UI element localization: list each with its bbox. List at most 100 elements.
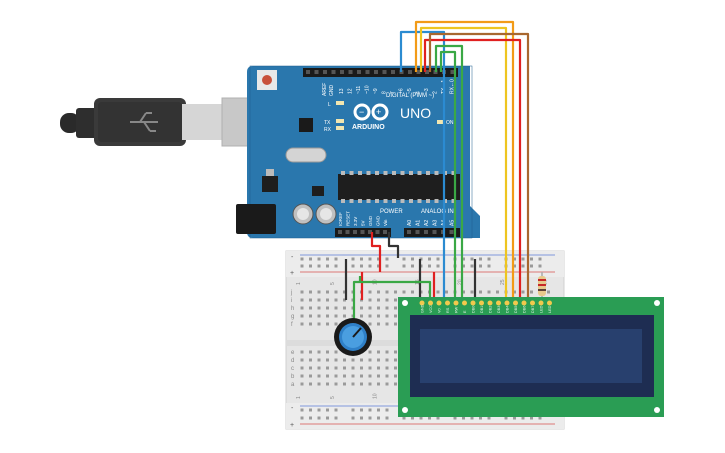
terminal-hole	[377, 366, 380, 370]
lcd-pin	[436, 300, 442, 306]
rail-hole	[317, 257, 321, 261]
lcd-pin	[547, 300, 552, 306]
rail-hole	[300, 264, 304, 268]
wire-brown	[428, 32, 530, 300]
terminal-hole	[326, 314, 329, 318]
rail-hole	[513, 264, 516, 268]
header-hole	[357, 70, 361, 74]
header-hole	[450, 70, 455, 74]
digital-pin-label: 8	[382, 91, 388, 94]
terminal-hole	[385, 306, 389, 310]
terminal-hole	[385, 322, 389, 326]
terminal-hole	[547, 290, 550, 294]
column-number: 5	[330, 282, 336, 285]
chip-pin	[409, 199, 413, 203]
rail-hole	[538, 257, 542, 261]
digital-pin-label: ~9	[373, 88, 379, 94]
terminal-hole	[377, 382, 380, 386]
terminal-hole	[368, 350, 372, 354]
terminal-hole	[334, 306, 338, 310]
rail-hole	[453, 416, 457, 420]
lcd-pin-label: DB3	[497, 306, 501, 313]
rail-hole	[521, 416, 525, 420]
rail-hole	[368, 257, 372, 261]
terminal-hole	[309, 290, 312, 294]
rail-hole	[470, 264, 474, 268]
header-hole	[415, 230, 420, 234]
rail-hole	[317, 264, 321, 268]
reset-button[interactable]	[257, 70, 277, 90]
lcd-pin	[496, 300, 501, 306]
rail-hole	[402, 257, 406, 261]
terminal-hole	[385, 350, 389, 354]
digital-pin-label: ~3	[424, 88, 430, 94]
terminal-hole	[402, 290, 406, 294]
column-number: 25	[500, 279, 506, 285]
terminal-hole	[368, 366, 372, 370]
terminal-hole	[326, 382, 329, 386]
terminal-hole	[300, 358, 304, 362]
rail-hole	[402, 416, 406, 420]
rail-hole	[317, 408, 321, 412]
rail-hole	[377, 257, 380, 261]
header-hole	[338, 230, 342, 234]
lcd-pin-label: LED	[540, 305, 544, 313]
header-hole	[353, 230, 357, 234]
terminal-hole	[309, 322, 312, 326]
rail-hole	[351, 264, 355, 268]
rail-hole	[377, 408, 380, 412]
terminal-hole	[334, 366, 338, 370]
potentiometer[interactable]	[334, 318, 372, 356]
digital-pin-label: ~10	[365, 85, 371, 94]
row-letter: i	[291, 298, 292, 304]
rail-hole	[538, 264, 542, 268]
terminal-hole	[360, 306, 363, 310]
lcd-pin	[538, 300, 544, 306]
terminal-hole	[360, 314, 363, 318]
rail-hole	[513, 416, 516, 420]
chip-pin	[383, 171, 388, 175]
digital-pin-label: 7	[390, 91, 396, 94]
lcd-pin-label: DB6	[523, 306, 527, 313]
lcd-pin	[445, 300, 450, 306]
terminal-hole	[521, 290, 525, 294]
terminal-hole	[334, 322, 338, 326]
analog-pin-label: A3	[433, 220, 439, 226]
terminal-hole	[351, 358, 355, 362]
on-label: ON	[446, 120, 454, 126]
header-hole	[432, 230, 437, 234]
rail-hole	[521, 264, 525, 268]
terminal-hole	[334, 358, 338, 362]
rail-hole	[309, 264, 312, 268]
terminal-hole	[394, 306, 397, 310]
rail-hole	[351, 408, 355, 412]
terminal-hole	[326, 358, 329, 362]
terminal-hole	[394, 382, 397, 386]
lcd-pin-label: RW	[455, 306, 459, 313]
terminal-hole	[317, 298, 321, 302]
terminal-hole	[317, 366, 321, 370]
rail-hole	[351, 416, 355, 420]
terminal-hole	[317, 350, 321, 354]
rail-hole	[419, 416, 423, 420]
rail-hole	[326, 257, 329, 261]
rail-hole	[317, 416, 321, 420]
terminal-hole	[309, 350, 312, 354]
terminal-hole	[487, 290, 491, 294]
row-letter: a	[291, 382, 295, 388]
terminal-hole	[385, 358, 389, 362]
terminal-hole	[368, 382, 372, 386]
chip-pin	[400, 171, 405, 175]
rail-hole	[300, 416, 304, 420]
rail-hole	[309, 408, 312, 412]
lcd-pin	[470, 300, 476, 306]
rail-hole	[521, 257, 525, 261]
terminal-hole	[326, 322, 329, 326]
analog-label: ANALOG IN	[421, 209, 454, 215]
terminal-hole	[360, 374, 363, 378]
rail-hole	[436, 416, 440, 420]
terminal-hole	[513, 290, 516, 294]
terminal-hole	[368, 290, 372, 294]
rail-hole	[479, 264, 482, 268]
